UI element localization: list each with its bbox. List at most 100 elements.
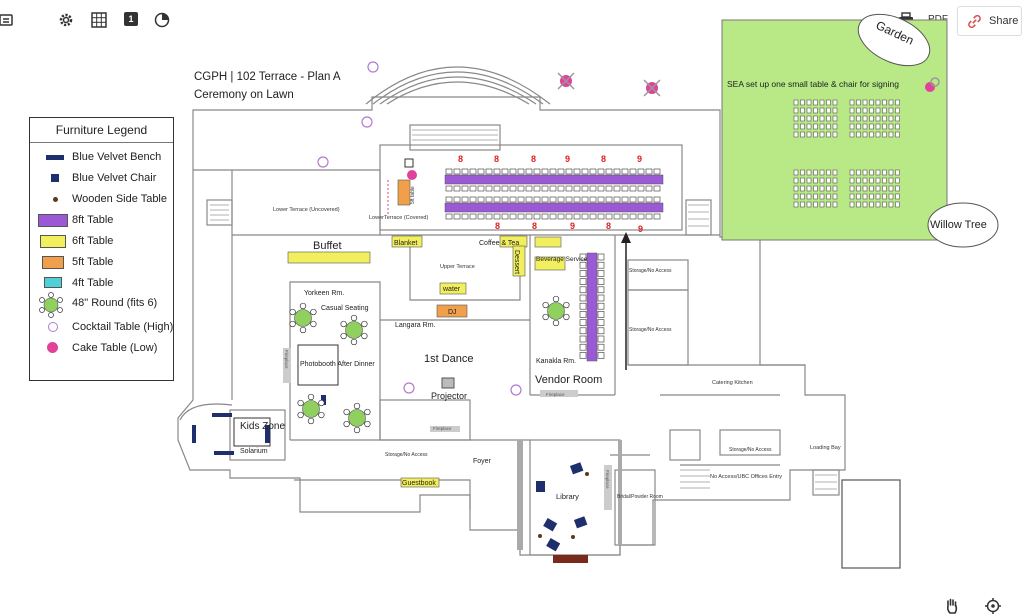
- page-number-icon[interactable]: 1: [124, 12, 138, 26]
- ceremony-chair: [895, 169, 900, 176]
- fireplace: [283, 348, 291, 383]
- ceremony-chair: [826, 107, 831, 114]
- velvet-benches: [192, 395, 326, 455]
- ceremony-chair: [888, 169, 894, 176]
- ceremony-chair: [826, 201, 831, 208]
- lower-terrace-covered-label: LowerTerrace (Covered): [369, 215, 428, 221]
- share-button[interactable]: Share: [957, 6, 1022, 36]
- table-number: 8: [495, 221, 500, 231]
- cocktail-tables: [317, 61, 522, 396]
- menu-icon[interactable]: [0, 12, 16, 28]
- chair: [501, 213, 509, 220]
- ceremony-chair: [882, 115, 887, 122]
- ceremony-chair: [832, 123, 838, 130]
- ceremony-chair: [849, 131, 855, 138]
- gear-icon[interactable]: [58, 12, 74, 28]
- ceremony-chair: [832, 185, 838, 192]
- ceremony-chair: [875, 99, 881, 106]
- chair: [645, 196, 653, 203]
- chair: [579, 270, 587, 277]
- ceremony-chair: [800, 177, 805, 184]
- ceremony-chair: [849, 123, 855, 130]
- blanket-table: [391, 235, 423, 248]
- chair: [340, 332, 347, 340]
- recenter-icon[interactable]: [985, 598, 1001, 614]
- ceremony-chair: [869, 99, 874, 106]
- pie-icon[interactable]: [154, 12, 170, 28]
- chair: [307, 417, 315, 425]
- ceremony-chair: [895, 107, 900, 114]
- ceremony-chair: [800, 115, 805, 122]
- ceremony-chair: [882, 177, 887, 184]
- chair: [565, 213, 573, 220]
- chair: [629, 196, 637, 203]
- ceremony-chair: [862, 99, 868, 106]
- beverage-label: Beverage Service: [536, 256, 588, 263]
- lower-terrace-uncovered-label: Lower Terrace (Uncovered): [273, 207, 340, 213]
- chair: [579, 352, 587, 359]
- side-table-swatch: [53, 197, 58, 202]
- legend-item-cocktail: Cocktail Table (High): [30, 318, 173, 338]
- guestbook-label: Guestbook: [402, 480, 436, 487]
- 8ft-swatch: [38, 214, 68, 227]
- round-table-top: [302, 400, 320, 418]
- ceremony-chair: [882, 185, 887, 192]
- chair: [509, 196, 517, 203]
- chair: [629, 168, 637, 175]
- chair: [340, 320, 347, 328]
- chair: [565, 168, 573, 175]
- ceremony-chair: [856, 177, 861, 184]
- ceremony-chair: [869, 123, 874, 130]
- ceremony-chair: [875, 115, 881, 122]
- ceremony-chair: [888, 185, 894, 192]
- pan-hand-icon[interactable]: [944, 598, 960, 614]
- foyer-label: Foyer: [473, 458, 492, 465]
- chair: [445, 185, 453, 192]
- ceremony-chair: [793, 201, 799, 208]
- ceremony-chair: [888, 107, 894, 114]
- link-icon: [968, 15, 981, 28]
- grid-icon[interactable]: [91, 12, 107, 28]
- chair: [653, 196, 661, 203]
- buffet-tables: [287, 251, 371, 264]
- yorkeen-label: Yorkeen Rm.: [304, 290, 344, 297]
- chair: [613, 168, 621, 175]
- ceremony-chair: [888, 115, 894, 122]
- chair: [353, 426, 361, 434]
- chair: [364, 420, 371, 428]
- share-label: Share: [989, 15, 1019, 27]
- ceremony-chair: [819, 193, 825, 200]
- chair: [549, 185, 557, 192]
- ceremony-chair: [882, 131, 887, 138]
- ceremony-chair: [813, 201, 818, 208]
- chair: [597, 168, 605, 175]
- catering-label: Catering Kitchen: [712, 380, 753, 386]
- chair: [541, 168, 549, 175]
- ceremony-chair: [856, 131, 861, 138]
- ceremony-chair: [826, 169, 831, 176]
- dj-table: [436, 304, 468, 318]
- water-label: water: [442, 286, 461, 293]
- chair: [653, 185, 661, 192]
- ceremony-chair: [869, 185, 874, 192]
- chair: [605, 213, 613, 220]
- ceremony-chair: [869, 177, 874, 184]
- legend-item-6ft: 6ft Table: [30, 232, 173, 252]
- round-table-top: [547, 302, 565, 320]
- chair: [517, 168, 525, 175]
- dj-label: DJ: [448, 309, 457, 316]
- table-number: 9: [570, 221, 575, 231]
- chair: [299, 326, 307, 334]
- table-number: 9: [637, 154, 642, 164]
- fireplace: [604, 465, 612, 510]
- chair: [597, 343, 605, 351]
- chair: [445, 168, 453, 175]
- ceremony-chair: [862, 185, 868, 192]
- chair: [493, 168, 501, 175]
- ceremony-chair: [856, 185, 861, 192]
- ceremony-chair: [856, 99, 861, 106]
- storage-label: Storage/No Access: [729, 447, 772, 453]
- chair: [637, 213, 645, 220]
- chair: [557, 185, 565, 192]
- cake-swatch: [47, 342, 58, 353]
